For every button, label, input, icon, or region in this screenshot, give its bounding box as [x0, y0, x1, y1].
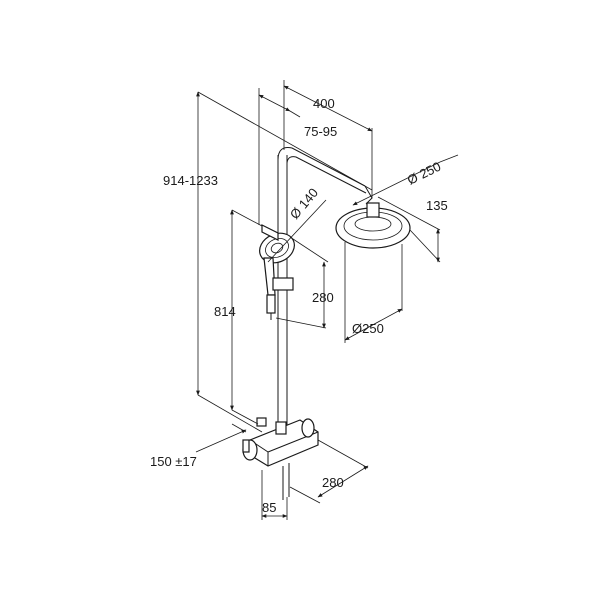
hand-shower	[259, 232, 295, 320]
head-shower	[335, 202, 411, 249]
dim-814-label: 814	[214, 304, 236, 319]
shower-arm	[277, 147, 373, 205]
dim-400: 400	[283, 80, 373, 198]
dim-914-1233-label: 914-1233	[163, 173, 218, 188]
dim-head-bottom: Ø250	[344, 242, 403, 343]
dim-280-hand: 280	[275, 236, 334, 329]
dim-135: 135	[377, 196, 448, 263]
dim-hand-diameter-label: Ø 140	[287, 185, 321, 222]
dim-85: 85	[261, 470, 288, 520]
dim-85-label: 85	[262, 500, 276, 515]
dim-814: 814	[214, 209, 263, 425]
thermostat-mixer	[242, 417, 319, 500]
dim-75-95-label: 75-95	[304, 124, 337, 139]
dim-280-base-label: 280	[322, 475, 344, 490]
dim-150: 150 ±17	[150, 423, 247, 469]
dim-75-95: 75-95	[258, 88, 337, 225]
dim-150-label: 150 ±17	[150, 454, 197, 469]
dim-head-diameter-label: Ø 250	[405, 159, 443, 188]
dim-135-label: 135	[426, 198, 448, 213]
dim-400-label: 400	[313, 96, 335, 111]
dim-280-hand-label: 280	[312, 290, 334, 305]
dim-280-base: 280	[289, 439, 369, 504]
dim-head-bottom-label: Ø250	[352, 321, 384, 336]
riser-pipe	[277, 155, 288, 440]
slide-holder	[261, 224, 294, 291]
dim-914-1233: 914-1233	[163, 91, 373, 433]
